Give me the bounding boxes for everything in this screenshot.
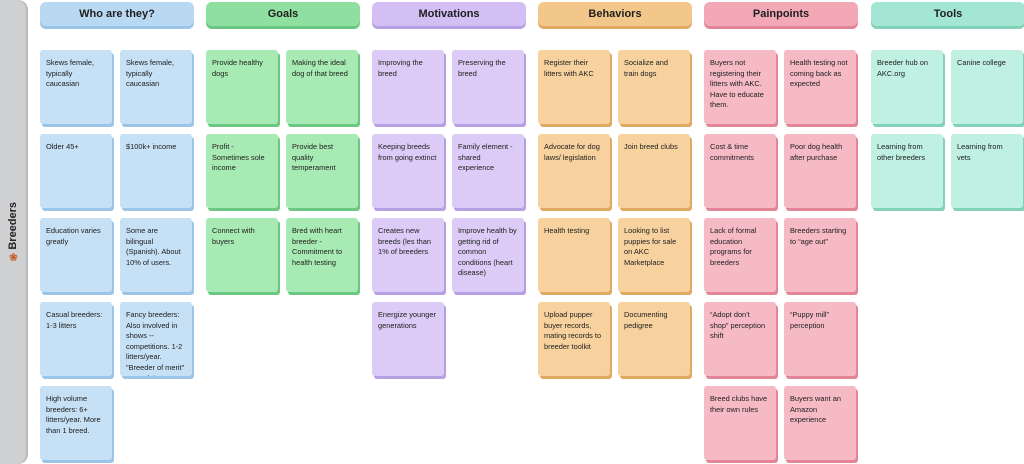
sticky-note[interactable]: Health testing not coming back as expect…: [784, 50, 856, 124]
sticky-note[interactable]: Improving the breed: [372, 50, 444, 124]
sticky-note[interactable]: Register their litters with AKC: [538, 50, 610, 124]
sticky-note[interactable]: Some are bilingual (Spanish). About 10% …: [120, 218, 192, 292]
column-header-who[interactable]: Who are they?: [40, 2, 194, 26]
column-header-goals[interactable]: Goals: [206, 2, 360, 26]
sticky-note[interactable]: Preserving the breed: [452, 50, 524, 124]
column-header-behaviors[interactable]: Behaviors: [538, 2, 692, 26]
sticky-note[interactable]: Documenting pedigree: [618, 302, 690, 376]
sticky-note[interactable]: Energize younger generations: [372, 302, 444, 376]
column-header-painpoints[interactable]: Painpoints: [704, 2, 858, 26]
sticky-note[interactable]: Making the ideal dog of that breed: [286, 50, 358, 124]
sticky-note[interactable]: Poor dog health after purchase: [784, 134, 856, 208]
sticky-note[interactable]: Breeder hub on AKC.org: [871, 50, 943, 124]
sticky-note[interactable]: Cost & time commitments: [704, 134, 776, 208]
sticky-note[interactable]: Keeping breeds from going extinct: [372, 134, 444, 208]
sticky-note[interactable]: Provide best quality temperament: [286, 134, 358, 208]
sticky-note[interactable]: Upload pupper buyer records, mating reco…: [538, 302, 610, 376]
sticky-note[interactable]: Health testing: [538, 218, 610, 292]
sticky-note[interactable]: Buyers want an Amazon experience: [784, 386, 856, 460]
sticky-note[interactable]: Provide healthy dogs: [206, 50, 278, 124]
sticky-note[interactable]: Bred with heart breeder - Commitment to …: [286, 218, 358, 292]
sticky-note[interactable]: Fancy breeders: Also involved in shows -…: [120, 302, 192, 376]
sticky-note[interactable]: Canine college: [951, 50, 1023, 124]
sticky-note[interactable]: Profit - Sometimes sole income: [206, 134, 278, 208]
sticky-note[interactable]: “Puppy mill” perception: [784, 302, 856, 376]
sticky-note[interactable]: Casual breeders: 1-3 litters: [40, 302, 112, 376]
row-label: ❀ Breeders: [7, 201, 19, 264]
sticky-note[interactable]: Family element - shared experience: [452, 134, 524, 208]
sticky-note[interactable]: Learning from vets: [951, 134, 1023, 208]
sticky-note[interactable]: High volume breeders: 6+ litters/year. M…: [40, 386, 112, 460]
sticky-note[interactable]: Skews female, typically caucasian: [120, 50, 192, 124]
sticky-note[interactable]: Looking to list puppies for sale on AKC …: [618, 218, 690, 292]
sticky-note[interactable]: Skews female, typically caucasian: [40, 50, 112, 124]
row-header-breeders: ❀ Breeders: [0, 0, 26, 464]
column-who: Who are they? Skews female, typically cau…: [40, 0, 194, 464]
sticky-note[interactable]: Join breed clubs: [618, 134, 690, 208]
sticky-note[interactable]: Creates new breeds (les than 1% of breed…: [372, 218, 444, 292]
column-header-motivations[interactable]: Motivations: [372, 2, 526, 26]
sticky-note[interactable]: $100k+ income: [120, 134, 192, 208]
paw-icon: ❀: [8, 252, 18, 264]
sticky-note[interactable]: Improve health by getting rid of common …: [452, 218, 524, 292]
sticky-note[interactable]: Advocate for dog laws/ legislation: [538, 134, 610, 208]
sticky-note[interactable]: Older 45+: [40, 134, 112, 208]
sticky-note[interactable]: Connect with buyers: [206, 218, 278, 292]
sticky-note[interactable]: Buyers not registering their litters wit…: [704, 50, 776, 124]
sticky-note[interactable]: “Adopt don’t shop” perception shift: [704, 302, 776, 376]
row-label-text: Breeders: [7, 201, 19, 250]
sticky-note[interactable]: Learning from other breeders: [871, 134, 943, 208]
column-header-tools[interactable]: Tools: [871, 2, 1024, 26]
sticky-note[interactable]: Socialize and train dogs: [618, 50, 690, 124]
sticky-note[interactable]: Education varies greatly: [40, 218, 112, 292]
sticky-note[interactable]: Breeders starting to “age out”: [784, 218, 856, 292]
sticky-note[interactable]: Breed clubs have their own rules: [704, 386, 776, 460]
sticky-note[interactable]: Lack of formal education programs for br…: [704, 218, 776, 292]
